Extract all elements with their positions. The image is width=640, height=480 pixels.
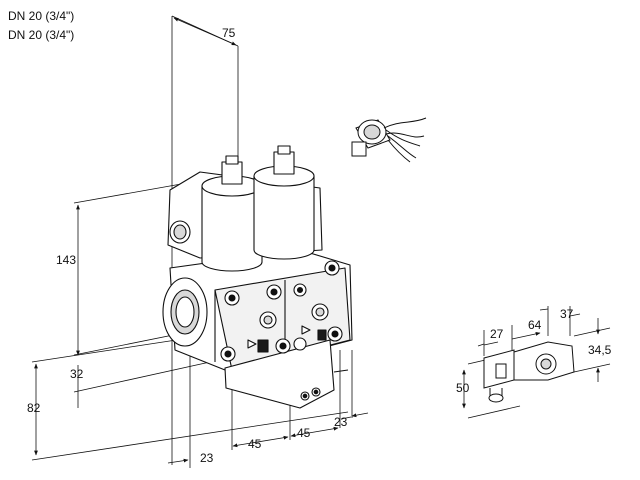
dim-27: 27 bbox=[490, 327, 504, 341]
dim-37: 37 bbox=[560, 307, 574, 321]
dim-50: 50 bbox=[456, 381, 470, 395]
valve-assembly bbox=[162, 145, 353, 409]
dim-34-5: 34,5 bbox=[588, 343, 612, 357]
dim-82: 82 bbox=[27, 401, 41, 415]
nominal-size-label-1: DN 20 (3/4") bbox=[8, 9, 75, 23]
dim-143: 143 bbox=[56, 253, 76, 267]
dim-23-bottom: 23 bbox=[200, 451, 214, 465]
cable-connector bbox=[351, 117, 427, 163]
dim-23-right: 23 bbox=[334, 415, 348, 429]
nominal-size-label-2: DN 20 (3/4") bbox=[8, 28, 75, 42]
dimension-labels: 75 143 32 82 23 45 45 23 27 64 37 34,5 5… bbox=[27, 26, 612, 465]
detail-connector bbox=[483, 341, 575, 403]
screws bbox=[220, 260, 343, 362]
dim-45-left: 45 bbox=[248, 437, 262, 451]
dim-75: 75 bbox=[222, 26, 236, 40]
dim-64: 64 bbox=[528, 318, 542, 332]
dim-45-right: 45 bbox=[297, 426, 311, 440]
dim-32: 32 bbox=[70, 367, 84, 381]
